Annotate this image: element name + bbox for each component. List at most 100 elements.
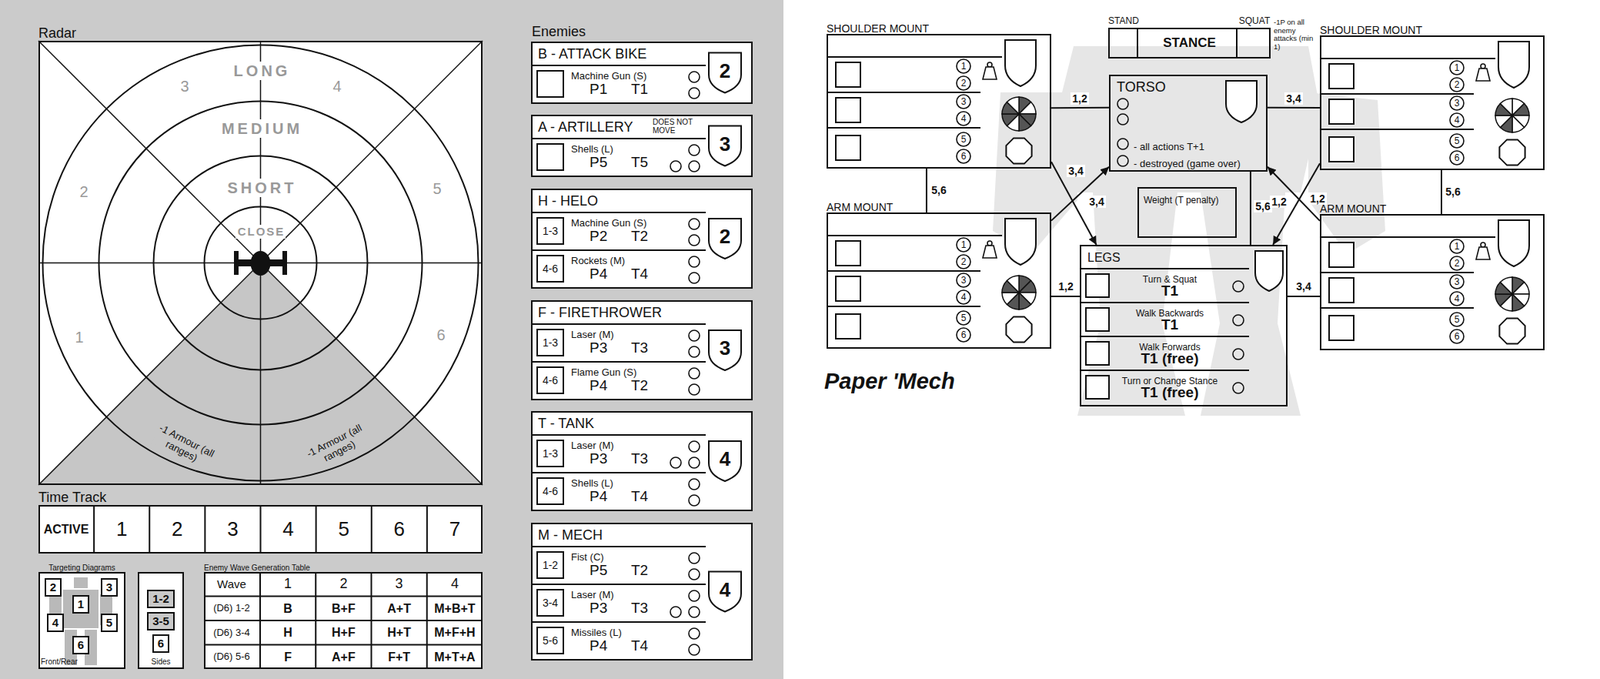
roll-text: 1-3 — [542, 217, 558, 244]
number-circle — [956, 310, 971, 325]
sq-text: 3-5 — [152, 613, 170, 629]
label-slot: 3,4 — [1087, 195, 1106, 209]
targeting-diagram: Targeting DiagramsFront/Rear231456 — [38, 571, 126, 669]
shn-text: 2 — [719, 224, 731, 248]
pt-text: P3 — [589, 450, 608, 468]
armour-shield — [1255, 250, 1283, 291]
number-circle — [956, 132, 971, 147]
damage-circle — [688, 568, 700, 580]
text-slot: - destroyed (game over) — [1133, 156, 1241, 171]
check-box — [537, 143, 564, 171]
ammo-pie-slice — [1499, 98, 1513, 116]
text-slot: DOES NOT MOVE — [652, 117, 704, 137]
label-slot: 2 — [1454, 257, 1460, 269]
note2-label: -1P on all enemy attacks (min 1) — [1273, 18, 1319, 51]
damage-circle — [688, 606, 700, 618]
rng-label: MEDIUM — [217, 119, 304, 138]
mech-silhouette — [992, 46, 1386, 416]
weight-icon — [1476, 68, 1490, 81]
label-slot: 6 — [436, 325, 445, 345]
chd-text: H - HELO — [537, 191, 598, 211]
label-slot: 3 — [1454, 97, 1460, 109]
text-slot: TORSO — [1116, 79, 1166, 97]
mn-label: 6 — [1454, 152, 1460, 164]
text-slot: T1 — [1112, 316, 1228, 335]
damage-circle — [688, 478, 700, 490]
wvn-label: 3 — [395, 575, 404, 593]
check-box — [835, 62, 861, 87]
wvd-label: (D6) 3-4 — [213, 626, 251, 639]
box-ground — [100, 577, 118, 597]
check-box — [1329, 99, 1354, 124]
check-box — [1085, 273, 1109, 298]
check-box — [537, 589, 564, 616]
text-slot: T4 — [631, 265, 649, 284]
ammo-pie-slice — [1512, 115, 1525, 133]
sector-line — [38, 40, 483, 485]
label-slot: SQUAT — [1239, 15, 1270, 27]
wn-text: Laser (M) — [571, 588, 615, 602]
text-slot: Laser (M) — [571, 437, 615, 452]
text-slot: 5 — [102, 614, 117, 631]
label-slot: 1 — [283, 575, 292, 593]
label-slot: 3 — [180, 76, 189, 96]
text-slot: T3 — [631, 339, 649, 358]
mn-label: 2 — [961, 256, 967, 268]
box-ground — [531, 41, 753, 104]
armour-shield — [708, 440, 742, 482]
ammo-pie-slice — [1495, 115, 1513, 128]
grid-line — [203, 595, 483, 598]
enemy-card: B - ATTACK BIKE2Machine Gun (S)P1T1 — [531, 41, 753, 104]
check-box — [1329, 242, 1354, 268]
label-slot: 4 — [1454, 114, 1460, 126]
damage-transfer-line — [1051, 295, 1080, 298]
label-slot: -1 Armour (all ranges) — [304, 422, 371, 471]
damage-circle — [688, 644, 700, 655]
enemy-card: M - MECH41-2Fist (C)P5T23-4Laser (M)P3T3… — [531, 522, 753, 661]
stop-octagon — [1005, 137, 1032, 164]
mn-label: 2 — [1454, 79, 1460, 91]
label-slot: Wave — [217, 577, 247, 592]
wn-text: Machine Gun (S) — [571, 217, 647, 230]
roll-text: 4-6 — [542, 255, 558, 282]
shn-text: 4 — [719, 577, 731, 602]
text-slot: A - ARTILLERY — [537, 117, 633, 137]
label-slot: 2 — [961, 256, 967, 268]
rule-line — [1235, 27, 1238, 59]
title-slot: Paper 'Mech — [824, 367, 956, 395]
label-slot: -1 Armour (all ranges) — [151, 422, 218, 471]
text-slot: P1 — [589, 80, 608, 99]
sq-text: 6 — [77, 637, 84, 653]
text-slot: ARM MOUNT — [1319, 201, 1387, 216]
mhd-text: SHOULDER MOUNT — [826, 22, 929, 35]
wvd-label: (D6) 1-2 — [213, 601, 251, 615]
sec-label: 4 — [332, 76, 341, 96]
damage-circle — [1232, 382, 1244, 394]
pt-text: P4 — [589, 487, 608, 506]
grid-line — [203, 504, 206, 554]
text-slot: 2 — [46, 579, 61, 595]
check-box — [537, 627, 564, 654]
number-circle — [956, 290, 971, 304]
check-box — [1329, 315, 1354, 341]
lt-text: T1 — [1161, 282, 1179, 301]
text-slot: T4 — [631, 637, 649, 655]
label-slot: 1,2 — [1070, 92, 1089, 106]
el-label: 1,2 — [1056, 280, 1075, 294]
text-slot: Flame Gun (S) — [571, 364, 637, 379]
enemy-card: T - TANK41-3Laser (M)P3T34-6Shells (L)P4… — [531, 410, 753, 512]
label-slot: LONG — [229, 61, 293, 81]
mn-label: 5 — [961, 312, 967, 324]
damage-circle — [688, 144, 700, 156]
roll-text: 4-6 — [542, 367, 558, 394]
el-label: 3,4 — [1066, 164, 1085, 178]
wve-label: H+T — [387, 624, 411, 640]
label-slot: 1 — [74, 327, 84, 347]
label-slot: ACTIVE — [43, 521, 90, 537]
box-ground — [531, 410, 753, 512]
wve-label: B+F — [331, 601, 356, 616]
text-slot: Weight (T penalty) — [1143, 192, 1220, 207]
damage-circle — [688, 367, 700, 379]
label-slot: 6 — [394, 517, 405, 542]
